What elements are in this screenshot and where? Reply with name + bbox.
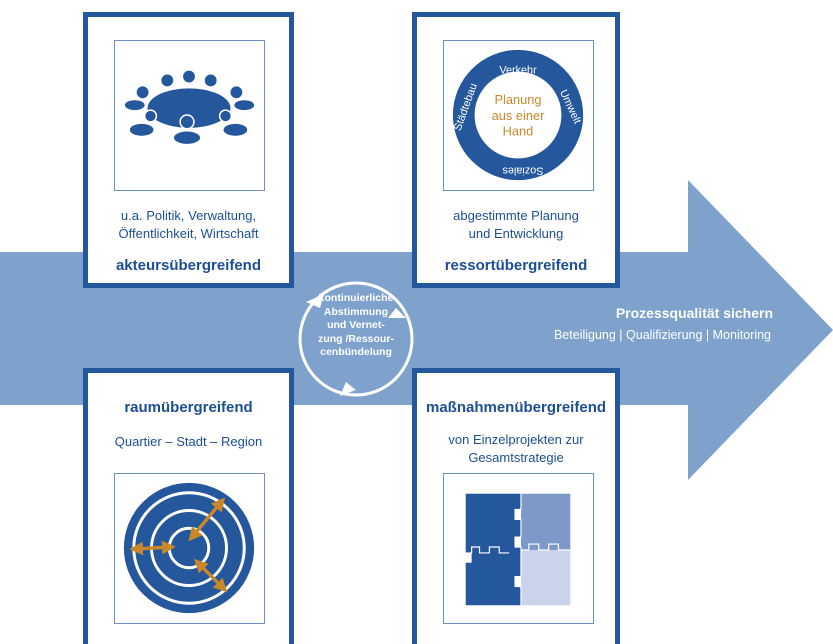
ressort-icon-frame: Planung aus einer Hand Verkehr Umwelt So… — [443, 40, 594, 191]
cycle-text-line-4: zung /Ressour- — [318, 332, 394, 345]
cycle-text-line-3: und Vernet- — [327, 319, 385, 331]
ring-word-verkehr: Verkehr — [499, 65, 537, 77]
raum-icon-frame — [114, 473, 265, 624]
cycle-text-line-2: Abstimmung — [323, 305, 389, 318]
ring-center-line-2: aus einer — [492, 108, 545, 123]
ressort-description: abgestimmte Planung und Entwicklung — [453, 208, 579, 241]
puzzle-icon — [465, 493, 571, 606]
process-title: Prozessqualität sichern — [615, 305, 773, 321]
round-table-icon — [124, 70, 255, 146]
cycle-text: kontinuierliche Abstimmung und Vernet- z… — [300, 292, 412, 360]
ring-icon: Planung aus einer Hand Verkehr Umwelt So… — [452, 49, 583, 181]
ring-center-line-1: Planung — [494, 92, 541, 107]
massnahmen-box: maßnahmenübergreifend von Einzelprojekte… — [412, 368, 620, 644]
akteure-icon-frame — [114, 40, 265, 191]
cycle-arrows-icon — [298, 281, 414, 397]
ring-word-soziales: Soziales — [502, 164, 544, 176]
massnahmen-icon-frame — [443, 473, 594, 624]
raum-description: Quartier – Stadt – Region — [114, 434, 263, 449]
cycle-text-line-5: cenbündelung — [320, 346, 392, 358]
process-subtitle: Beteiligung | Qualifizierung | Monitorin… — [553, 328, 771, 342]
akteure-title: akteursübergreifend — [115, 257, 262, 274]
ressort-box: Planung aus einer Hand Verkehr Umwelt So… — [412, 12, 620, 288]
massnahmen-description: von Einzelprojekten zur Gesamtstrategie — [448, 432, 584, 465]
concentric-circles-icon — [123, 482, 255, 614]
cycle-text-line-1: kontinuierliche — [318, 292, 394, 304]
ring-center-line-3: Hand — [503, 124, 534, 139]
akteure-box: u.a. Politik, Verwaltung, Öffentlichkeit… — [83, 12, 294, 288]
massnahmen-title: maßnahmenübergreifend — [425, 399, 607, 416]
raum-box: raumübergreifend Quartier – Stadt – Regi… — [83, 368, 294, 644]
raum-title: raumübergreifend — [124, 399, 253, 416]
ressort-title: ressortübergreifend — [444, 257, 588, 274]
akteure-description: u.a. Politik, Verwaltung, Öffentlichkeit… — [118, 208, 259, 241]
